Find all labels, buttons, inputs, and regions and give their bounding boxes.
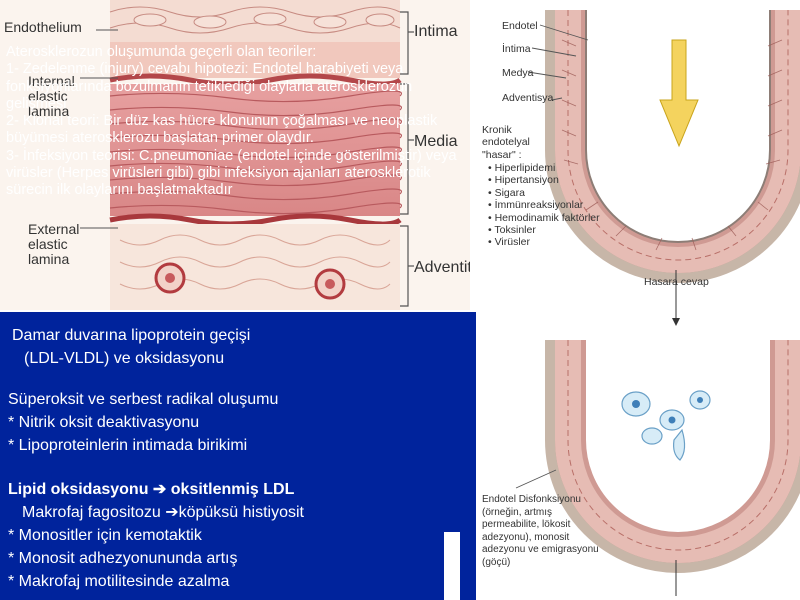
layer-label-adventisya: Adventisya [502, 92, 554, 104]
macrophage-phagocytosis-label: Makrofaj fagositozu [22, 504, 161, 521]
factor-item: • Sigara [488, 186, 525, 199]
lipoprotein-accumulation-line: * Lipoproteinlerin intimada birikimi [8, 437, 248, 454]
lipoprotein-entry-line1: Damar duvarına lipoprotein geçişi [12, 327, 251, 344]
mechanism-panel: Damar duvarına lipoprotein geçişi (LDL-V… [0, 312, 476, 600]
macrophage-motility-line: * Makrofaj motilitesinde azalma [8, 573, 230, 590]
injury-response-label: Hasara cevap [644, 276, 709, 288]
factor-item: • Virüsler [488, 236, 530, 249]
theories-heading: Aterosklerozun oluşumunda geçerli olan t… [6, 44, 317, 60]
lipid-oxidation-heading: Lipid oksidasyonu ➔ oksitlenmiş LDL [8, 480, 294, 500]
factor-item: • Hemodinamik faktörler [488, 211, 600, 224]
vessel-wall-cross-section [0, 0, 470, 310]
arrow-icon: ➔ [165, 504, 179, 521]
white-strip [444, 532, 460, 600]
endothelial-dysfunction-label: Endotel Disfonksiyonu (örneğin, artmış p… [482, 494, 599, 568]
atherosclerosis-theories-text: Aterosklerozun oluşumunda geçerli olan t… [6, 44, 466, 200]
factor-item: • Hiperlipidemi [488, 162, 556, 174]
monocyte-adhesion-line: * Monosit adhezyonununda artış [8, 550, 238, 567]
layer-label-endotel: Endotel [502, 20, 538, 32]
label-endothelium: Endothelium [4, 19, 82, 35]
label-external-elastic-lamina: External elastic lamina [28, 221, 80, 267]
factor-item: • İmmünreaksiyonlar [488, 199, 584, 212]
theory-infection: 3- İnfeksiyon teorisi: C.pneumoniae (end… [6, 147, 457, 199]
label-internal-elastic-lamina: Internal elastic lamina [28, 73, 75, 119]
foam-cell-label: köpüksü histiyosit [178, 504, 304, 521]
label-intima: Intima [414, 23, 458, 40]
factor-item: • Toksinler [488, 224, 536, 237]
endothelial-injury-diagram: Endotel İntima Medya Adventisya Kronik e… [476, 0, 800, 600]
chemotactic-line: * Monositler için kemotaktik [8, 527, 202, 544]
factor-item: • Hipertansiyon [488, 174, 559, 187]
injury-factor-list: • Hiperlipidemi • Hipertansiyon • Sigara… [488, 162, 600, 249]
theory-injury-response: 1- Zedelenme (injury) cevabı hipotezi: E… [6, 61, 413, 112]
layer-label-medya: Medya [502, 67, 534, 79]
nitric-oxide-line: * Nitrik oksit deaktivasyonu [8, 414, 200, 431]
layer-label-intima: İntima [502, 43, 531, 55]
vessel-longitudinal-diagram [515, 10, 800, 596]
lipid-oxidation-label: Lipid oksidasyonu [8, 481, 149, 498]
label-adventitia: Adventitia [414, 259, 470, 276]
theory-clonal: 2- Klonal teori: Bir düz kas hücre klonu… [6, 113, 438, 147]
label-media: Media [414, 133, 458, 150]
chronic-injury-title: Kronik endotelyal "hasar" : [482, 124, 530, 161]
arrow-icon: ➔ [152, 481, 167, 498]
superoxide-line: Süperoksit ve serbest radikal oluşumu [8, 391, 279, 408]
histology-illustration: Endothelium Internal elastic lamina Exte… [0, 0, 470, 310]
oxidized-ldl-label: oksitlenmiş LDL [170, 481, 295, 498]
lipoprotein-entry-line2: (LDL-VLDL) ve oksidasyonu [24, 350, 225, 367]
macrophage-phagocytosis-line: Makrofaj fagositozu ➔köpüksü histiyosit [22, 503, 304, 523]
